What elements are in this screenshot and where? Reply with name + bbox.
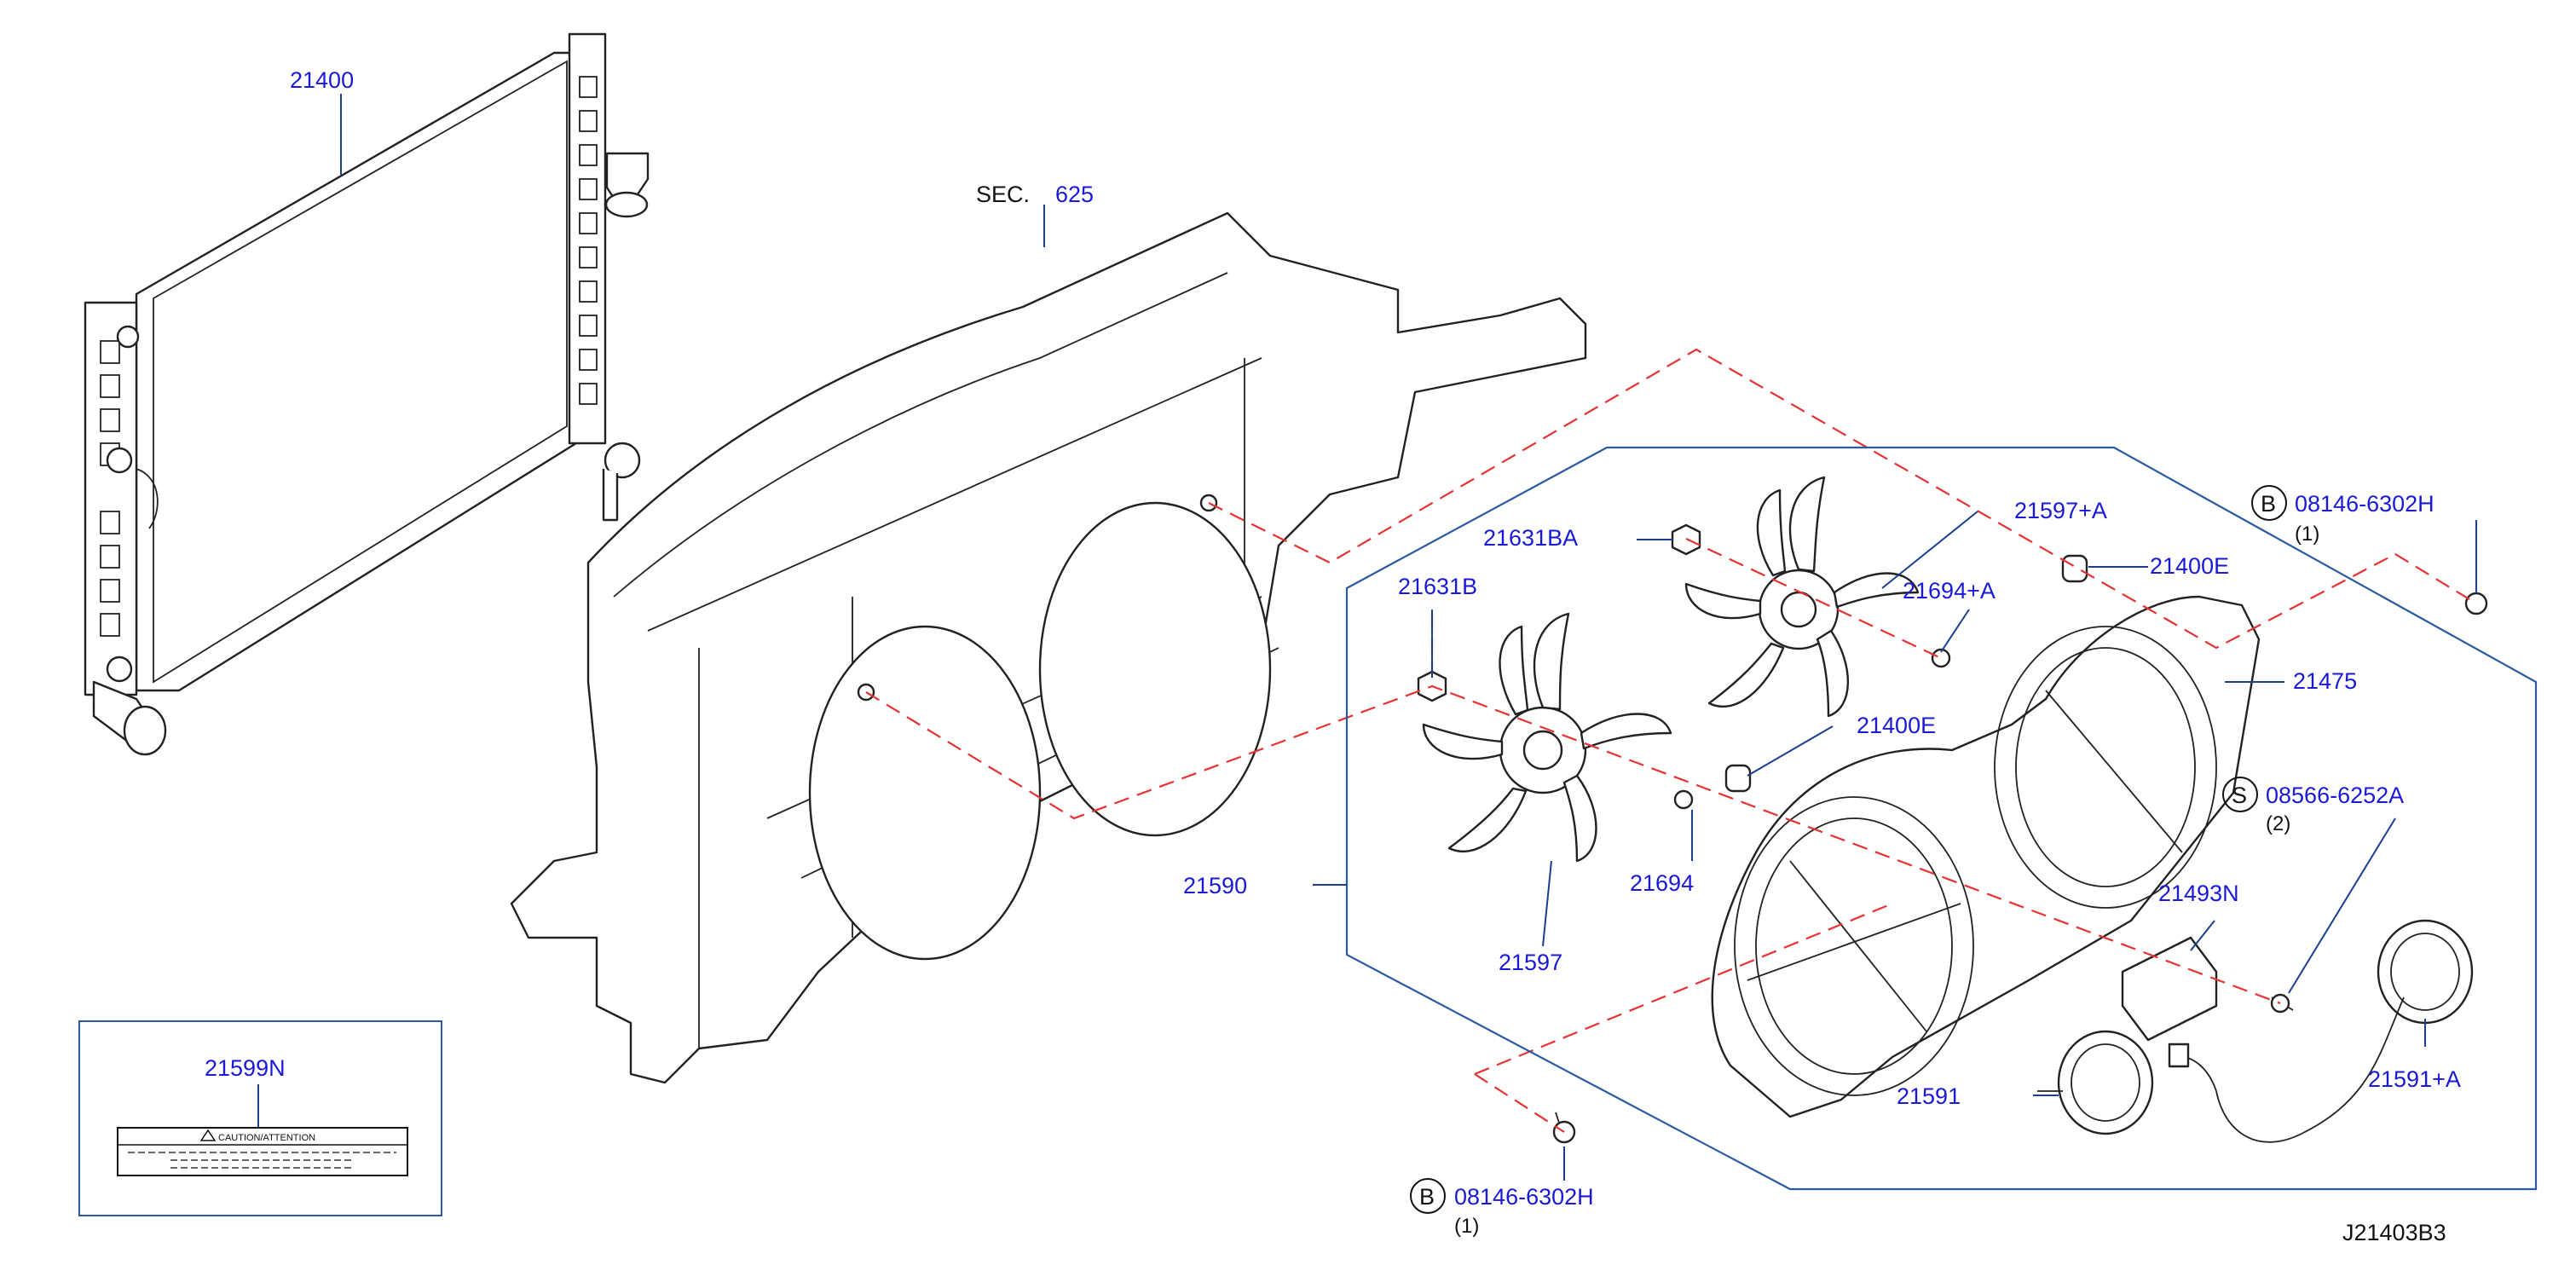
screw-symbol: S xyxy=(2232,783,2247,808)
callout-21591a: 21591+A xyxy=(2368,1066,2461,1092)
sec-prefix: SEC. xyxy=(976,182,1030,207)
fastener-bolt-top: B 08146-6302H (1) xyxy=(2251,485,2434,546)
diagram-id: J21403B3 xyxy=(2342,1220,2446,1245)
caution-label-inset: 21599N CAUTION/ATTENTION xyxy=(78,1020,442,1216)
bolt-bottom-number: 08146-6302H xyxy=(1454,1184,1594,1210)
callout-21591: 21591 xyxy=(1897,1083,1961,1109)
fan-motor-21591 xyxy=(2037,1030,2154,1135)
screw-qty: (2) xyxy=(2266,812,2290,835)
fan-shroud xyxy=(1711,595,2261,1118)
callout-21694: 21694 xyxy=(1630,870,1694,896)
hardware xyxy=(1417,523,2488,1144)
screw-number: 08566-6252A xyxy=(2266,783,2404,808)
fan-21597 xyxy=(1422,612,1672,863)
callout-21597: 21597 xyxy=(1499,950,1562,975)
radiator xyxy=(84,32,650,756)
leader-lines xyxy=(340,94,2477,1181)
fan-21597a xyxy=(1684,476,1920,718)
fastener-screw: S 08566-6252A (2) xyxy=(2222,777,2404,835)
warning-triangle-icon xyxy=(199,1129,217,1141)
bolt-top-qty: (1) xyxy=(2295,523,2319,546)
bolt-top-number: 08146-6302H xyxy=(2295,491,2434,517)
radiator-core-support xyxy=(510,211,1587,1084)
callout-21590: 21590 xyxy=(1183,873,1247,898)
bolt-bottom-qty: (1) xyxy=(1454,1215,1479,1238)
callout-21631ba: 21631BA xyxy=(1483,525,1578,551)
callout-21599n: 21599N xyxy=(205,1055,286,1081)
bolt-bottom-symbol: B xyxy=(1419,1184,1435,1210)
callout-21493n: 21493N xyxy=(2158,881,2239,906)
sec-625: 625 xyxy=(1055,182,1094,207)
fan-motor-21591a xyxy=(2168,919,2474,1143)
callout-21631b: 21631B xyxy=(1398,574,1477,599)
callout-21694a: 21694+A xyxy=(1903,578,1996,604)
callout-21475: 21475 xyxy=(2293,668,2357,694)
callout-21597a: 21597+A xyxy=(2014,498,2107,523)
fan-resistor xyxy=(2121,936,2218,1042)
bolt-top-symbol: B xyxy=(2261,491,2276,517)
assembly-frame xyxy=(1345,446,2538,1191)
caution-text: CAUTION/ATTENTION xyxy=(218,1133,315,1143)
callout-21400e-top: 21400E xyxy=(2150,553,2229,579)
callout-21400e-mid: 21400E xyxy=(1857,713,1936,738)
fastener-bolt-bottom: B 08146-6302H (1) xyxy=(1410,1178,1594,1238)
callout-21400: 21400 xyxy=(290,67,354,93)
